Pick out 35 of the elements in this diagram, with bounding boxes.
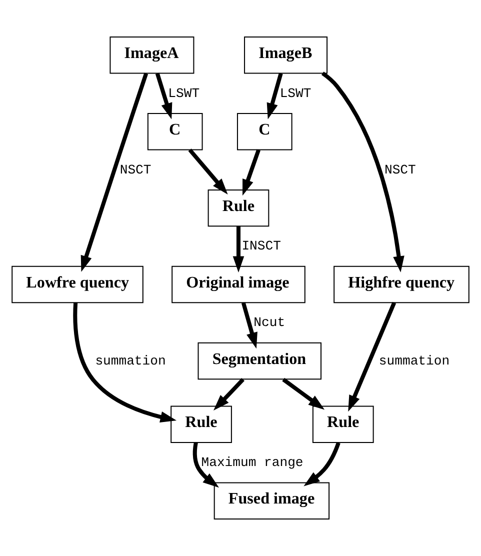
arrow — [73, 302, 177, 423]
node-box: C — [236, 113, 292, 150]
node-box: Rule — [170, 406, 232, 443]
arrow — [80, 72, 148, 272]
node-box: Original image — [172, 266, 306, 304]
node-box: Rule — [312, 406, 374, 443]
node-box: ImageA — [110, 36, 194, 74]
arrow — [241, 302, 258, 349]
edge-label: LSWT — [168, 86, 200, 101]
arrow — [213, 378, 244, 411]
arrow — [188, 148, 228, 195]
arrow — [266, 72, 283, 120]
node-box: ImageB — [244, 36, 328, 74]
edge-label: Maximum range — [201, 455, 304, 470]
arrow — [242, 149, 260, 196]
edge-label: Ncut — [254, 315, 286, 330]
arrow — [232, 226, 244, 272]
edge-label: summation — [378, 353, 450, 368]
arrow — [348, 302, 396, 412]
edge-label: INSCT — [242, 238, 281, 254]
edge-label: NSCT — [384, 162, 416, 178]
node-box: Lowfre quency — [12, 266, 144, 304]
arrow — [321, 72, 404, 272]
node-box: C — [147, 113, 203, 150]
edge-label: LSWT — [280, 86, 312, 101]
node-box: Rule — [208, 189, 270, 227]
arrow — [304, 442, 340, 486]
arrow — [155, 72, 172, 120]
edge-label: summation — [95, 353, 166, 368]
node-box: Fused image — [214, 482, 330, 520]
arrow — [192, 442, 220, 488]
arrow — [282, 378, 325, 410]
node-box: Segmentation — [198, 342, 322, 380]
node-box: Highfre quency — [334, 266, 470, 304]
edge-label: NSCT — [120, 162, 152, 178]
